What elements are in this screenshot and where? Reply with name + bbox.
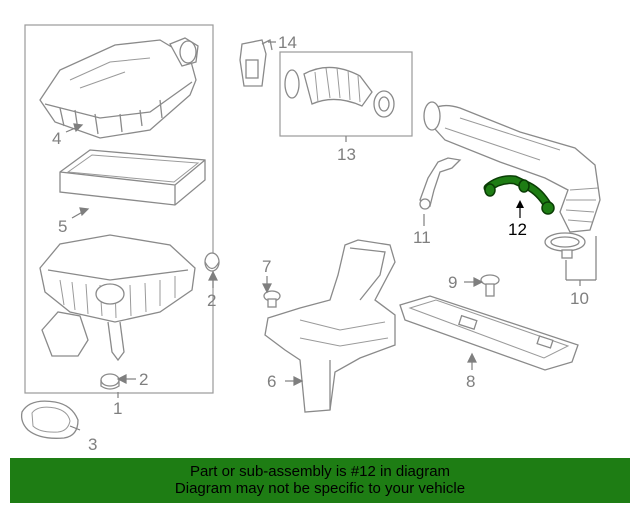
part-10-intake-duct[interactable] (423, 101, 601, 259)
callout-9: 9 (448, 273, 457, 292)
leader-lines (65, 41, 597, 431)
callout-8: 8 (466, 372, 475, 391)
callout-2-upper: 2 (207, 291, 216, 310)
part-9-push-pin[interactable] (480, 274, 500, 297)
info-banner-line-2: Diagram may not be specific to your vehi… (174, 480, 466, 497)
callout-11: 11 (413, 228, 431, 247)
callout-13: 13 (337, 145, 356, 164)
callout-2-lower: 2 (139, 370, 148, 389)
part-13-duct-kit[interactable] (284, 66, 395, 118)
callout-4: 4 (52, 129, 61, 148)
callout-5: 5 (58, 217, 67, 236)
parts-diagram: 14 13 4 5 11 12 7 2 9 10 2 6 8 1 3 (20, 24, 601, 454)
part-7-push-pin[interactable] (263, 290, 281, 308)
callout-7: 7 (262, 257, 271, 276)
info-banner: Part or sub-assembly is #12 in diagram D… (10, 458, 630, 503)
part-5-air-filter[interactable] (59, 149, 206, 206)
part-2-grommet-lower[interactable] (100, 373, 120, 390)
callout-1: 1 (113, 399, 122, 418)
leader-line-12 (516, 200, 524, 218)
part-14-sensor[interactable] (239, 39, 273, 87)
callout-10: 10 (570, 289, 589, 308)
part-6-inlet-duct[interactable] (264, 239, 396, 413)
info-banner-line-1: Part or sub-assembly is #12 in diagram (189, 463, 451, 480)
part-4-upper-housing[interactable] (39, 37, 199, 139)
part-3-seal[interactable] (20, 400, 79, 439)
part-11-bracket[interactable] (419, 157, 462, 210)
part-1-lower-housing[interactable] (39, 234, 196, 362)
callout-14: 14 (278, 33, 297, 52)
callout-6: 6 (267, 372, 276, 391)
part-8-cover[interactable] (399, 295, 579, 371)
air-cleaner-assembly-box (24, 24, 214, 394)
callout-12: 12 (508, 220, 527, 239)
part-12-vent-hose[interactable] (483, 175, 555, 215)
part-2-grommet-upper[interactable] (204, 252, 220, 272)
callout-3: 3 (88, 435, 97, 454)
